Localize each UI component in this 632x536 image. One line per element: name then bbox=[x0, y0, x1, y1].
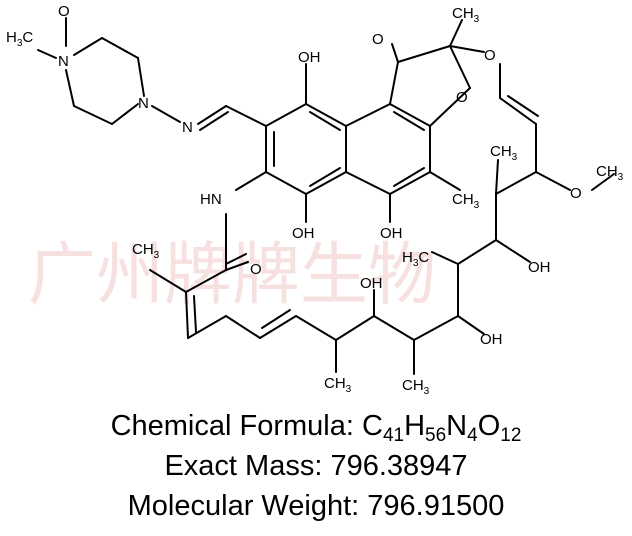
exact-mass: Exact Mass: 796.38947 bbox=[164, 450, 468, 482]
atom-h3c-chain: H3C bbox=[402, 249, 429, 269]
atom-oh-top: OH bbox=[298, 49, 321, 66]
atom-o-noxide: O bbox=[58, 3, 70, 20]
atom-oh-chain1: OH bbox=[528, 259, 551, 276]
atom-h3c: H3C bbox=[6, 29, 33, 49]
atom-ch3-methoxy: CH3 bbox=[596, 163, 624, 183]
atom-ch3-chain: CH3 bbox=[490, 143, 518, 163]
chemical-structure-diagram: 广州牌牌生物 bbox=[6, 3, 624, 397]
atom-labels: O H3C N N N OH O CH3 O O CH3 O CH3 CH3 H… bbox=[6, 3, 624, 397]
atom-ch3-ring: CH3 bbox=[452, 191, 480, 211]
atom-o-ketone: O bbox=[372, 31, 384, 48]
atom-o-amide: O bbox=[250, 261, 262, 278]
atom-oh-chain2: OH bbox=[360, 275, 383, 292]
atom-ch3-amide: CH3 bbox=[132, 241, 160, 261]
atom-ch3-bottom1: CH3 bbox=[402, 377, 430, 397]
atom-ch3-bottom2: CH3 bbox=[324, 375, 352, 395]
formula-label: Chemical Formula: bbox=[110, 410, 362, 442]
piperazine-ring bbox=[37, 17, 267, 131]
formula-value: C41H56N4O12 bbox=[361, 410, 522, 446]
molecular-weight: Molecular Weight: 796.91500 bbox=[127, 490, 505, 522]
atom-n-imine: N bbox=[182, 119, 193, 136]
atom-o-furan: O bbox=[456, 89, 468, 106]
atom-n-amine: N bbox=[138, 95, 149, 112]
atom-oh-mid: OH bbox=[380, 225, 403, 242]
watermark: 广州牌牌生物 bbox=[28, 236, 436, 315]
atom-oh-chain3: OH bbox=[480, 331, 503, 348]
chemical-formula: Chemical Formula: C41H56N4O12 bbox=[0, 406, 632, 446]
atom-o-bridge: O bbox=[484, 47, 496, 64]
atom-n-plus: N bbox=[58, 53, 69, 70]
atom-nh: HN bbox=[200, 191, 222, 208]
naphthalene-core bbox=[235, 63, 461, 223]
atom-ch3-top: CH3 bbox=[452, 5, 480, 25]
atom-oh-left: OH bbox=[292, 225, 315, 242]
ansa-chain bbox=[149, 19, 615, 375]
atom-o-methoxy: O bbox=[570, 185, 582, 202]
